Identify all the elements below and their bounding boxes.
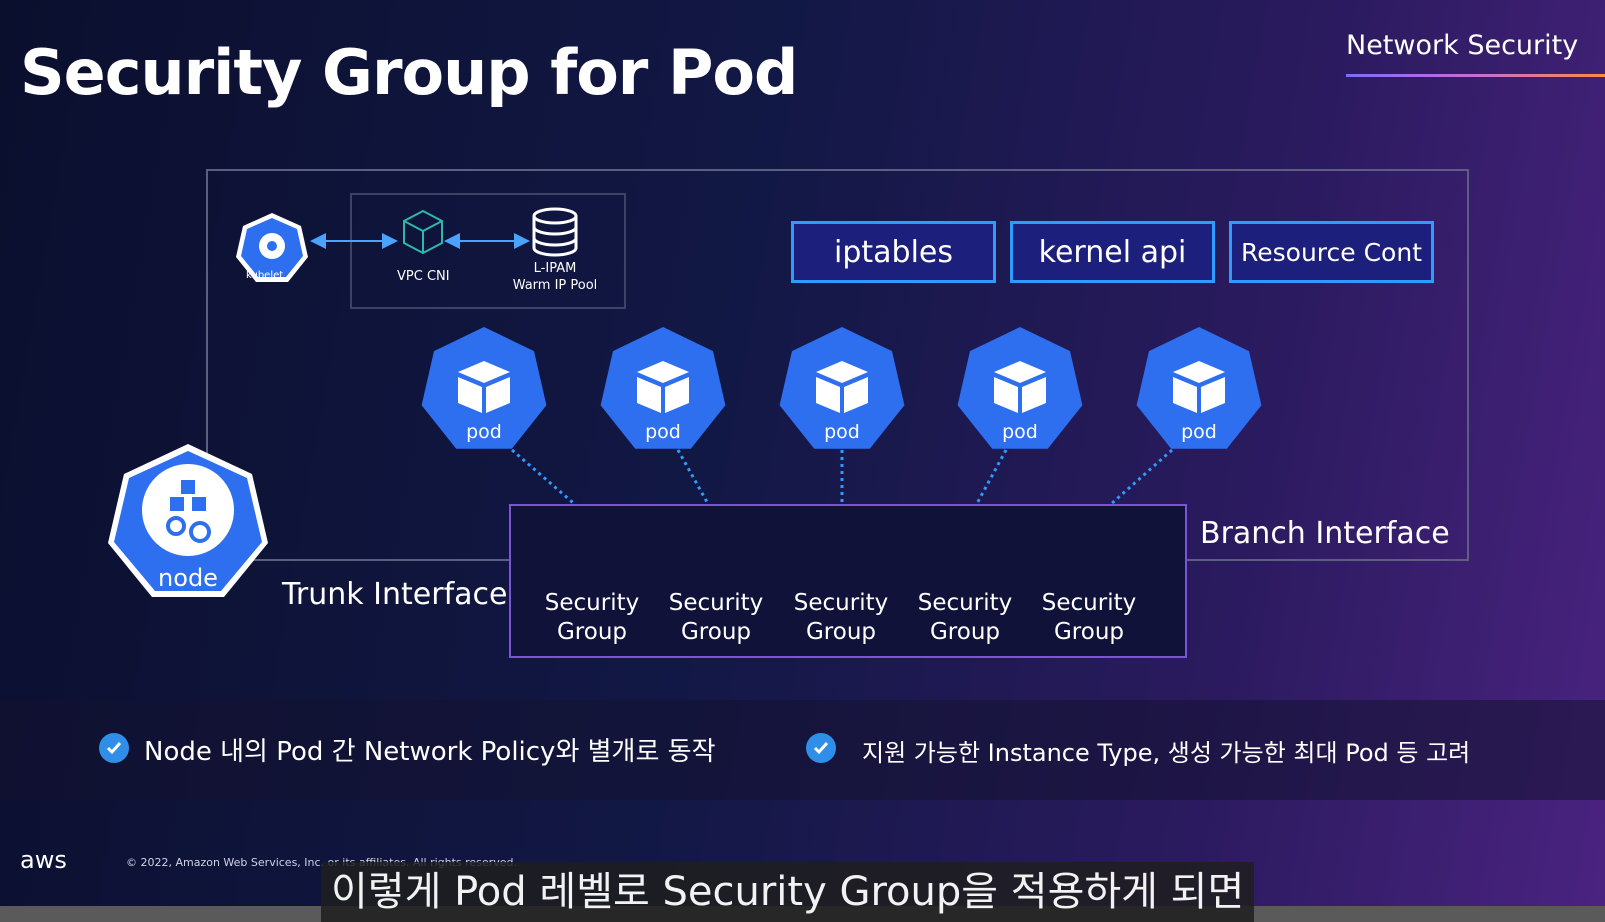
pod-label: pod	[1181, 421, 1217, 443]
video-caption: 이렇게 Pod 레벨로 Security Group을 적용하게 되면	[321, 862, 1255, 922]
cni-frame	[350, 193, 626, 309]
pod-icon	[600, 327, 726, 449]
lipam-label: L-IPAM	[533, 261, 577, 276]
database-icon	[532, 207, 578, 257]
node-icon	[108, 444, 268, 597]
vpc-cni-label: VPC CNI	[397, 269, 450, 284]
bullet-text: Node 내의 Pod 간 Network Policy와 별개로 동작	[144, 737, 716, 767]
pod-icon	[779, 327, 905, 449]
cube-outline-icon	[403, 209, 443, 255]
kernel-api-box: kernel api	[1010, 221, 1215, 283]
pod-icon	[1136, 327, 1262, 449]
kubelet-icon	[236, 213, 308, 282]
pod-icon	[957, 327, 1083, 449]
branch-interface-label: Branch Interface	[1200, 516, 1450, 551]
pod-label: pod	[466, 421, 502, 443]
iptables-box: iptables	[791, 221, 996, 283]
branch-interface-box	[509, 504, 1187, 658]
pod-label: pod	[824, 421, 860, 443]
bullet-band	[0, 700, 1605, 800]
aws-logo: aws	[20, 846, 67, 874]
node-label: node	[158, 564, 218, 592]
warm-ip-pool-label: Warm IP Pool	[512, 278, 598, 293]
pod-icon	[421, 327, 547, 449]
section-label: Network Security	[1346, 30, 1579, 61]
section-underline	[1346, 74, 1605, 77]
bullet-text: 지원 가능한 Instance Type, 생성 가능한 최대 Pod 등 고려	[862, 739, 1471, 767]
pod-label: pod	[645, 421, 681, 443]
check-circle-icon	[806, 733, 836, 763]
resource-controller-box: Resource Cont	[1229, 221, 1434, 283]
trunk-interface-label: Trunk Interface	[282, 577, 508, 612]
check-circle-icon	[99, 733, 129, 763]
pod-label: pod	[1002, 421, 1038, 443]
kubelet-label: kubelet	[246, 270, 284, 281]
slide-title: Security Group for Pod	[20, 36, 798, 109]
